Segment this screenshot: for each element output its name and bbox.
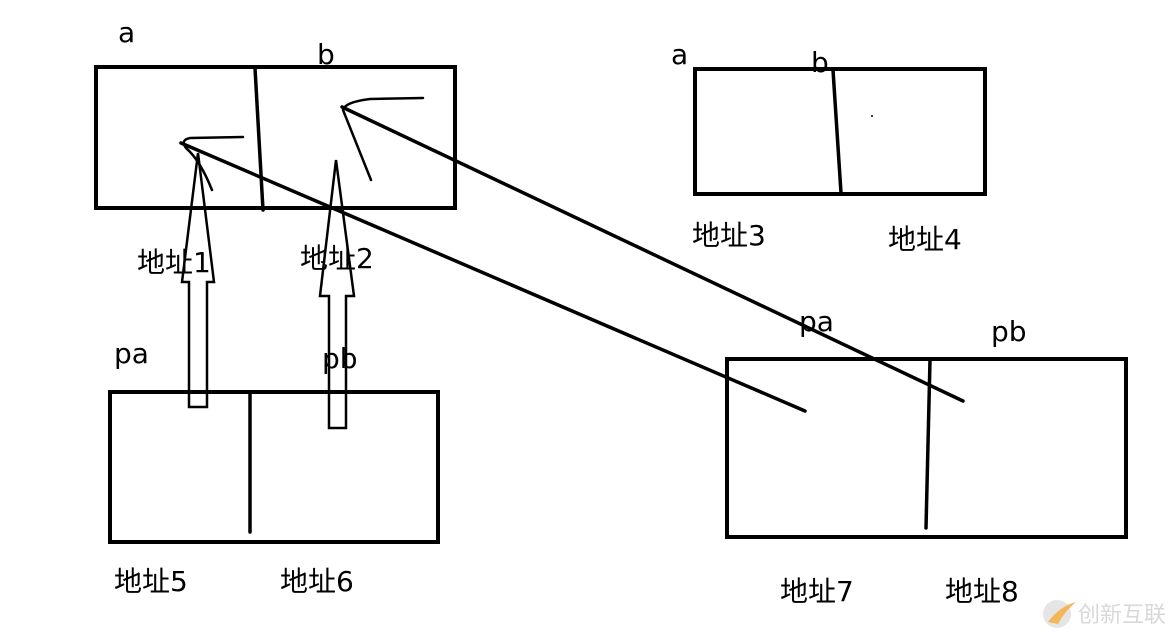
pointer-box-pa-pb: pa pb 地址5 地址6 xyxy=(108,337,440,598)
box-outline xyxy=(108,390,440,544)
pointer-line-pb-to-b xyxy=(340,96,965,403)
address-7: 地址7 xyxy=(780,575,854,608)
label-pa: pa xyxy=(114,337,149,370)
label-pb: pb xyxy=(991,315,1027,348)
label-b: b xyxy=(811,46,829,79)
label-a: a xyxy=(118,16,135,49)
box-outline xyxy=(94,65,457,210)
label-pb: pb xyxy=(322,342,358,375)
hollow-arrow-pa-to-a xyxy=(180,152,216,409)
address-5: 地址5 xyxy=(114,565,188,598)
label-a: a xyxy=(671,38,688,71)
address-4: 地址4 xyxy=(888,223,962,256)
address-2: 地址2 xyxy=(300,242,374,275)
address-8: 地址8 xyxy=(945,575,1019,608)
box-divider xyxy=(924,358,932,530)
address-3: 地址3 xyxy=(692,219,766,252)
box-outline xyxy=(725,357,1128,539)
memory-box-a-b-copy: a b 地址3 地址4 xyxy=(671,38,987,256)
hollow-arrow-pb-to-b xyxy=(318,159,356,430)
pointer-box-pa-pb-copy: pa pb 地址7 地址8 xyxy=(725,305,1128,608)
watermark-logo: 创新互联 xyxy=(1043,600,1166,628)
label-b: b xyxy=(317,38,335,71)
box-divider xyxy=(831,68,843,195)
address-1: 地址1 xyxy=(137,246,211,279)
pointer-line-pa-to-a xyxy=(179,135,807,413)
memory-box-a-b: a b 地址1 地址2 xyxy=(94,16,457,279)
address-6: 地址6 xyxy=(280,565,354,598)
svg-text:创新互联: 创新互联 xyxy=(1078,603,1166,628)
box-divider xyxy=(253,66,265,212)
